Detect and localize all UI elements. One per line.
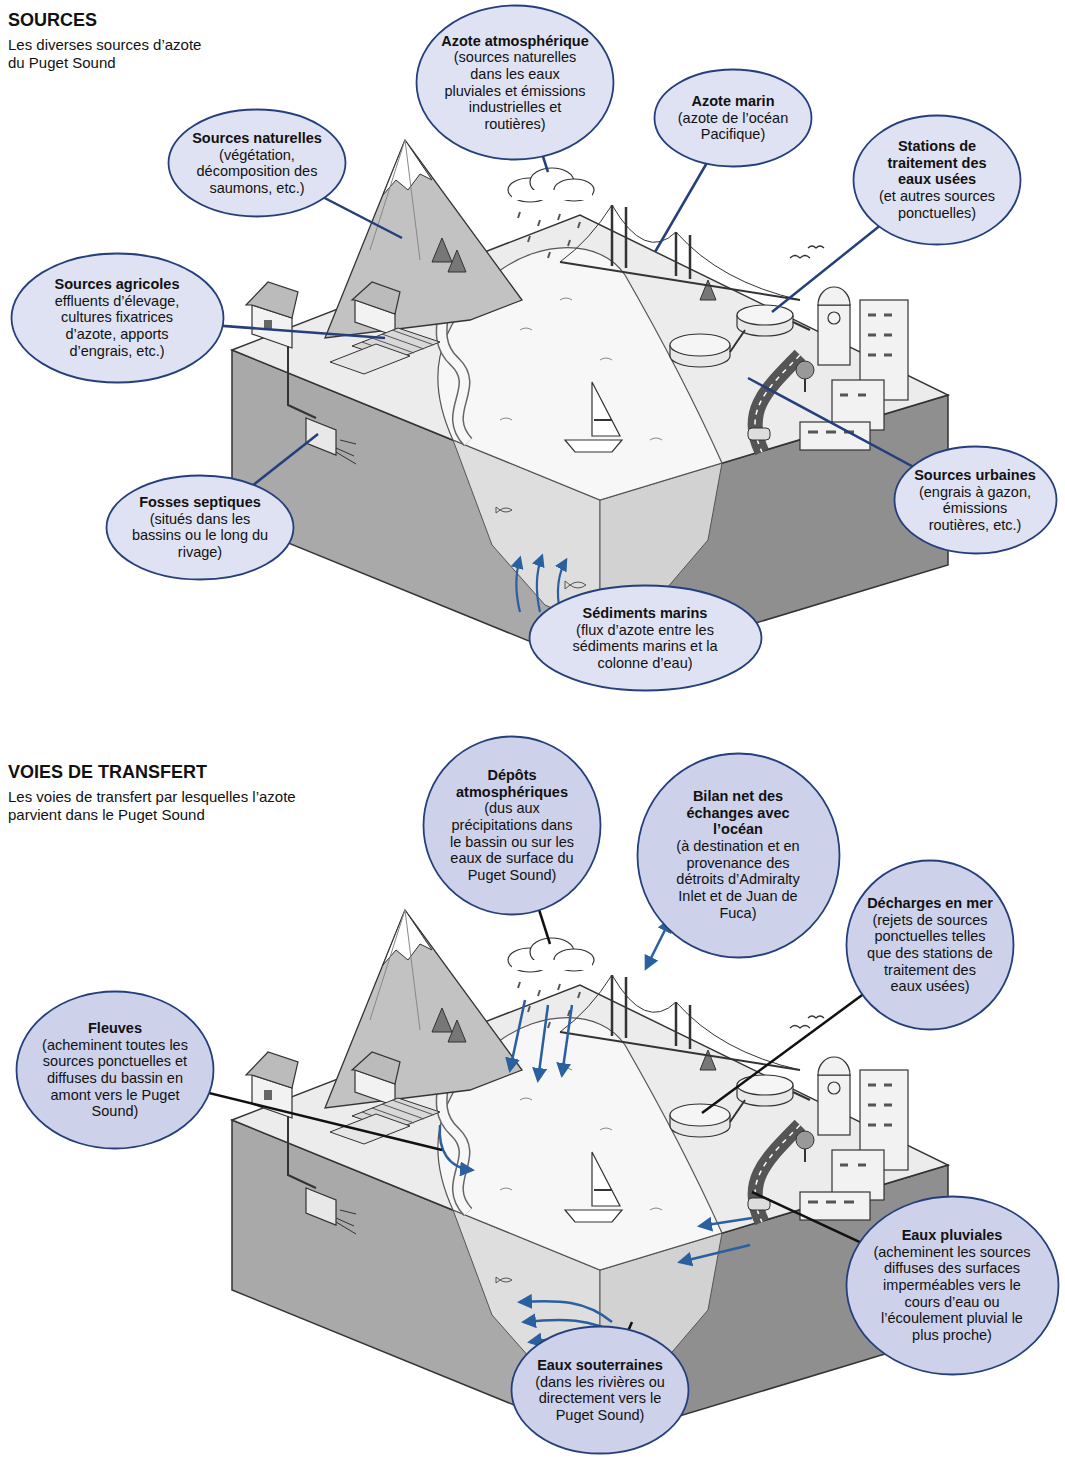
callout-text: Eaux souterraines(dans les rivières ou d…: [534, 1357, 667, 1424]
callout-ellipse: Sources agricoleseffluents d’élevage, cu…: [10, 252, 225, 384]
panel-subtitle: Les diverses sources d’azote du Puget So…: [8, 36, 213, 72]
watershed-block: [232, 910, 948, 1440]
callout-heading: Stations de traitement des eaux usées: [874, 138, 1000, 188]
callout-body: (dans les rivières ou directement vers l…: [534, 1373, 667, 1423]
ellipse-shape: [17, 992, 214, 1149]
callout-ellipse: Eaux souterraines(dans les rivières ou d…: [510, 1325, 690, 1455]
callout-ellipse: Azote marin(azote de l’océan Pacifique): [653, 68, 813, 168]
callout-heading: Sources urbaines: [914, 467, 1036, 484]
callout-text: Décharges en mer(rejets de sources ponct…: [867, 895, 993, 995]
panel-subtitle: Les voies de transfert par lesquelles l’…: [8, 788, 308, 824]
callout-text: Azote atmosphérique(sources naturelles d…: [441, 32, 589, 132]
callout-text: Eaux pluviales(acheminent les sources di…: [873, 1227, 1032, 1344]
callout-text: Fosses septiques(situés dans les bassins…: [130, 494, 271, 561]
callout-body: (azote de l’océan Pacifique): [674, 110, 792, 143]
callout-ellipse: Azote atmosphérique(sources naturelles d…: [415, 4, 615, 161]
callout-heading: Décharges en mer: [867, 895, 993, 912]
callout-heading: Eaux pluviales: [873, 1227, 1032, 1244]
callout-ellipse: Stations de traitement des eaux usées(et…: [852, 114, 1022, 246]
callout-ellipse: Sédiments marins(flux d’azote entre les …: [528, 584, 763, 692]
callout-body: (engrais à gazon, émissions routières, e…: [914, 483, 1036, 533]
ellipse-shape: [637, 753, 839, 957]
callout-heading: Fosses septiques: [130, 494, 271, 511]
callout-body: (acheminent les sources diffuses des sur…: [873, 1243, 1032, 1343]
transfer-arrow: [440, 1000, 752, 1350]
callout-text: Fleuves(acheminent toutes les sources po…: [41, 1020, 189, 1120]
callout-heading: Bilan net des échanges avec l’océan: [662, 788, 814, 838]
callout-body: (végétation, décomposition des saumons, …: [191, 146, 324, 196]
ellipse-shape: [529, 586, 761, 691]
callout-heading: Sédiments marins: [558, 605, 732, 622]
callout-heading: Fleuves: [41, 1020, 189, 1037]
callout-body: (et autres sources ponctuelles): [874, 188, 1000, 221]
panel-heading: SOURCES: [8, 10, 308, 32]
ellipse-shape: [417, 6, 614, 160]
callout-body: effluents d’élevage, cultures fixatrices…: [38, 293, 197, 360]
callout-text: Azote marin(azote de l’océan Pacifique): [674, 93, 792, 143]
callout-text: Sources naturelles(végétation, décomposi…: [191, 130, 324, 197]
callout-body: (flux d’azote entre les sédiments marins…: [558, 621, 732, 671]
ellipse-shape: [846, 1196, 1058, 1374]
ellipse-shape: [847, 861, 1014, 1030]
callout-body: (sources naturelles dans les eaux pluvia…: [441, 49, 589, 132]
callout-text: Dépôts atmosphériques(dus aux précipitat…: [446, 767, 579, 884]
watershed-block: [232, 140, 948, 670]
ellipse-shape: [512, 1327, 689, 1454]
ellipse-shape: [424, 736, 601, 914]
callout-ellipse: Sources naturelles(végétation, décomposi…: [167, 108, 347, 218]
callout-body: (acheminent toutes les sources ponctuell…: [41, 1037, 189, 1120]
ellipse-shape: [107, 475, 294, 579]
callout-text: Stations de traitement des eaux usées(et…: [874, 138, 1000, 221]
callout-ellipse: Fosses septiques(situés dans les bassins…: [105, 474, 295, 581]
callout-heading: Eaux souterraines: [534, 1357, 667, 1374]
callout-heading: Dépôts atmosphériques: [446, 767, 579, 800]
callout-body: (rejets de sources ponctuelles telles qu…: [867, 912, 993, 995]
callout-heading: Azote atmosphérique: [441, 32, 589, 49]
ellipse-shape: [11, 254, 223, 383]
ellipse-shape: [169, 110, 346, 217]
callout-heading: Sources agricoles: [38, 276, 197, 293]
callout-ellipse: Bilan net des échanges avec l’océan(à de…: [636, 752, 841, 959]
ellipse-shape: [854, 116, 1021, 245]
callout-text: Sédiments marins(flux d’azote entre les …: [558, 605, 732, 672]
callout-ellipse: Fleuves(acheminent toutes les sources po…: [15, 990, 215, 1150]
callout-text: Sources urbaines(engrais à gazon, émissi…: [914, 467, 1036, 534]
callout-heading: Azote marin: [674, 93, 792, 110]
callout-ellipse: Eaux pluviales(acheminent les sources di…: [845, 1195, 1060, 1376]
callout-text: Bilan net des échanges avec l’océan(à de…: [662, 788, 814, 921]
callout-body: (à destination et en provenance des détr…: [662, 838, 814, 921]
callout-text: Sources agricoleseffluents d’élevage, cu…: [38, 276, 197, 359]
panel-heading: VOIES DE TRANSFERT: [8, 762, 408, 784]
ellipse-shape: [894, 447, 1056, 554]
callout-ellipse: Décharges en mer(rejets de sources ponct…: [845, 859, 1015, 1031]
callout-body: (situés dans les bassins ou le long du r…: [130, 510, 271, 560]
callout-body: (dus aux précipitations dans le bassin o…: [446, 800, 579, 883]
callout-heading: Sources naturelles: [191, 130, 324, 147]
callout-ellipse: Sources urbaines(engrais à gazon, émissi…: [893, 445, 1058, 555]
callout-ellipse: Dépôts atmosphériques(dus aux précipitat…: [422, 735, 602, 916]
ellipse-shape: [655, 70, 812, 167]
